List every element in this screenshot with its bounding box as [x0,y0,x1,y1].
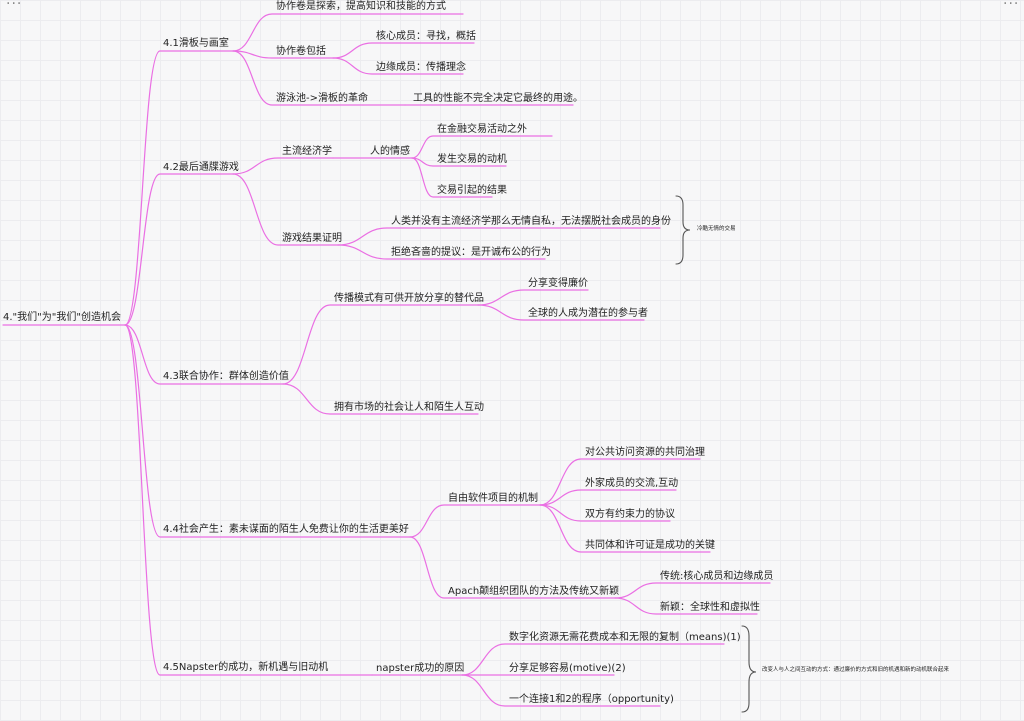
topic-4-4-1-2[interactable]: 外家成员的交流,互动 [585,478,679,489]
connector-4-1-1 [232,13,464,52]
connector-4-4-1-2 [539,489,677,506]
connector-4-4 [124,324,411,538]
topic-4-1-2-1[interactable]: 核心成员：寻找，概括 [376,31,476,42]
connector-4-1 [124,50,234,326]
connector-4-4-2-2 [614,597,758,615]
topic-4-2[interactable]: 4.2最后通牒游戏 [163,162,239,173]
summary-bracket-4-2 [675,195,691,265]
more-icon[interactable]: ··· [1003,0,1020,12]
topic-4-4-2[interactable]: Apach颠组织团队的方法及传统又新颖 [448,586,620,597]
connector-4-3 [124,324,284,385]
topic-4-1-3[interactable]: 游泳池->滑板的革命 [276,93,368,104]
topic-4-5-1-2[interactable]: 分享足够容易(motive)(2) [509,663,626,674]
topic-4-2-2-2[interactable]: 拒绝吝啬的提议：是开诚布公的行为 [391,247,551,258]
topic-4-2-1[interactable]: 主流经济学 [282,146,332,157]
connector-4-2-2-1 [337,227,661,246]
topic-4-5-1-1[interactable]: 数字化资源无需花费成本和无限的复制（means)(1) [509,632,741,643]
topic-4-4-1[interactable]: 自由软件项目的机制 [448,493,538,504]
connector-4-2-1-1-2 [411,157,507,167]
topic-4-3-2[interactable]: 拥有市场的社会让人和陌生人互动 [334,402,484,413]
topic-4-3-1-1[interactable]: 分享变得廉价 [528,278,588,289]
topic-4-3[interactable]: 4.3联合协作：群体创造价值 [163,371,289,382]
topic-4-1-2-2[interactable]: 边缘成员：传播理念 [376,62,466,73]
topic-4-4-1-4[interactable]: 共同体和许可证是成功的关键 [585,540,715,551]
connector-4-4-1-3 [539,504,671,522]
connector-4-2 [124,173,234,326]
topic-4-2-1-1-3[interactable]: 交易引起的结果 [437,185,507,196]
connector-4-4-2-1 [614,582,771,599]
summary-4-5[interactable]: 改变人与人之间互动的方式：通过廉价的方式和旧的机遇和新的动机联合起来 [762,667,950,673]
connector-4-3-1 [282,304,479,385]
topic-4-4-2-1[interactable]: 传统:核心成员和边缘成员 [660,571,774,582]
connector-4-5-1-1 [461,643,725,676]
topic-4-4-1-1[interactable]: 对公共访问资源的共同治理 [585,447,705,458]
topic-4-2-1-1-2[interactable]: 发生交易的动机 [437,154,507,165]
topic-4-2-2[interactable]: 游戏结果证明 [282,233,342,244]
connector-4-2-2 [232,173,339,246]
connector-4-4-1-4 [539,504,711,553]
topic-4-2-1-1-1[interactable]: 在金融交易活动之外 [437,124,527,135]
connector-4-4-1 [409,504,541,538]
connector-4-2-1-1-3 [411,157,493,198]
topic-4-3-1-2[interactable]: 全球的人成为潜在的参与者 [528,308,648,319]
topic-4-4-1-3[interactable]: 双方有约束力的协议 [585,509,675,520]
connector-4-3-1-1 [477,289,589,306]
connector-4-1-3 [232,50,364,106]
topic-4-4[interactable]: 4.4社会产生：素未谋面的陌生人免费让你的生活更美好 [163,524,409,535]
connector-4-3-1-2 [477,304,645,321]
connector-4-2-1 [232,157,334,175]
connector-4-1-2-2 [332,57,464,75]
topic-4-4-2-2[interactable]: 新颖：全球性和虚拟性 [660,602,760,613]
summary-bracket-4-5 [741,625,757,713]
connector-4-2-2-2 [337,244,546,260]
topic-4-5[interactable]: 4.5Napster的成功，新机遇与旧动机 [163,662,329,673]
connector-4-5 [124,324,323,676]
topic-4-3-1[interactable]: 传播模式有可供开放分享的替代品 [334,293,484,304]
topic-4-5-1[interactable]: napster成功的原因 [376,663,465,674]
topic-4-1-3-1[interactable]: 工具的性能不完全决定它最终的用途。 [413,93,583,104]
connector-4-4-1-1 [539,458,701,506]
connector-4-1-2-1 [332,42,475,59]
topic-4-1-1[interactable]: 协作卷是探索，提高知识和技能的方式 [276,1,446,12]
connector-4-1-2 [232,50,334,59]
topic-4-1-2[interactable]: 协作卷包括 [276,46,326,57]
more-icon[interactable]: ··· [6,0,23,12]
connector-4-5-1-3 [461,674,661,707]
topic-4-1[interactable]: 4.1滑板与画室 [163,38,229,49]
topic-4-2-1-1[interactable]: 人的情感 [370,146,410,157]
connector-4-2-1-1-1 [411,135,553,159]
connector-4-4-2 [409,536,616,599]
topic-4-5-1-3[interactable]: 一个连接1和2的程序（opportunity) [509,694,674,705]
connector-4-3-2 [282,383,479,415]
topic-4-2-2-1[interactable]: 人类并没有主流经济学那么无情自私，无法摆脱社会成员的身份 [391,216,671,227]
root-topic[interactable]: 4."我们"为"我们"创造机会 [3,312,121,323]
summary-4-2[interactable]: 冷酷无情的交易 [697,226,736,232]
